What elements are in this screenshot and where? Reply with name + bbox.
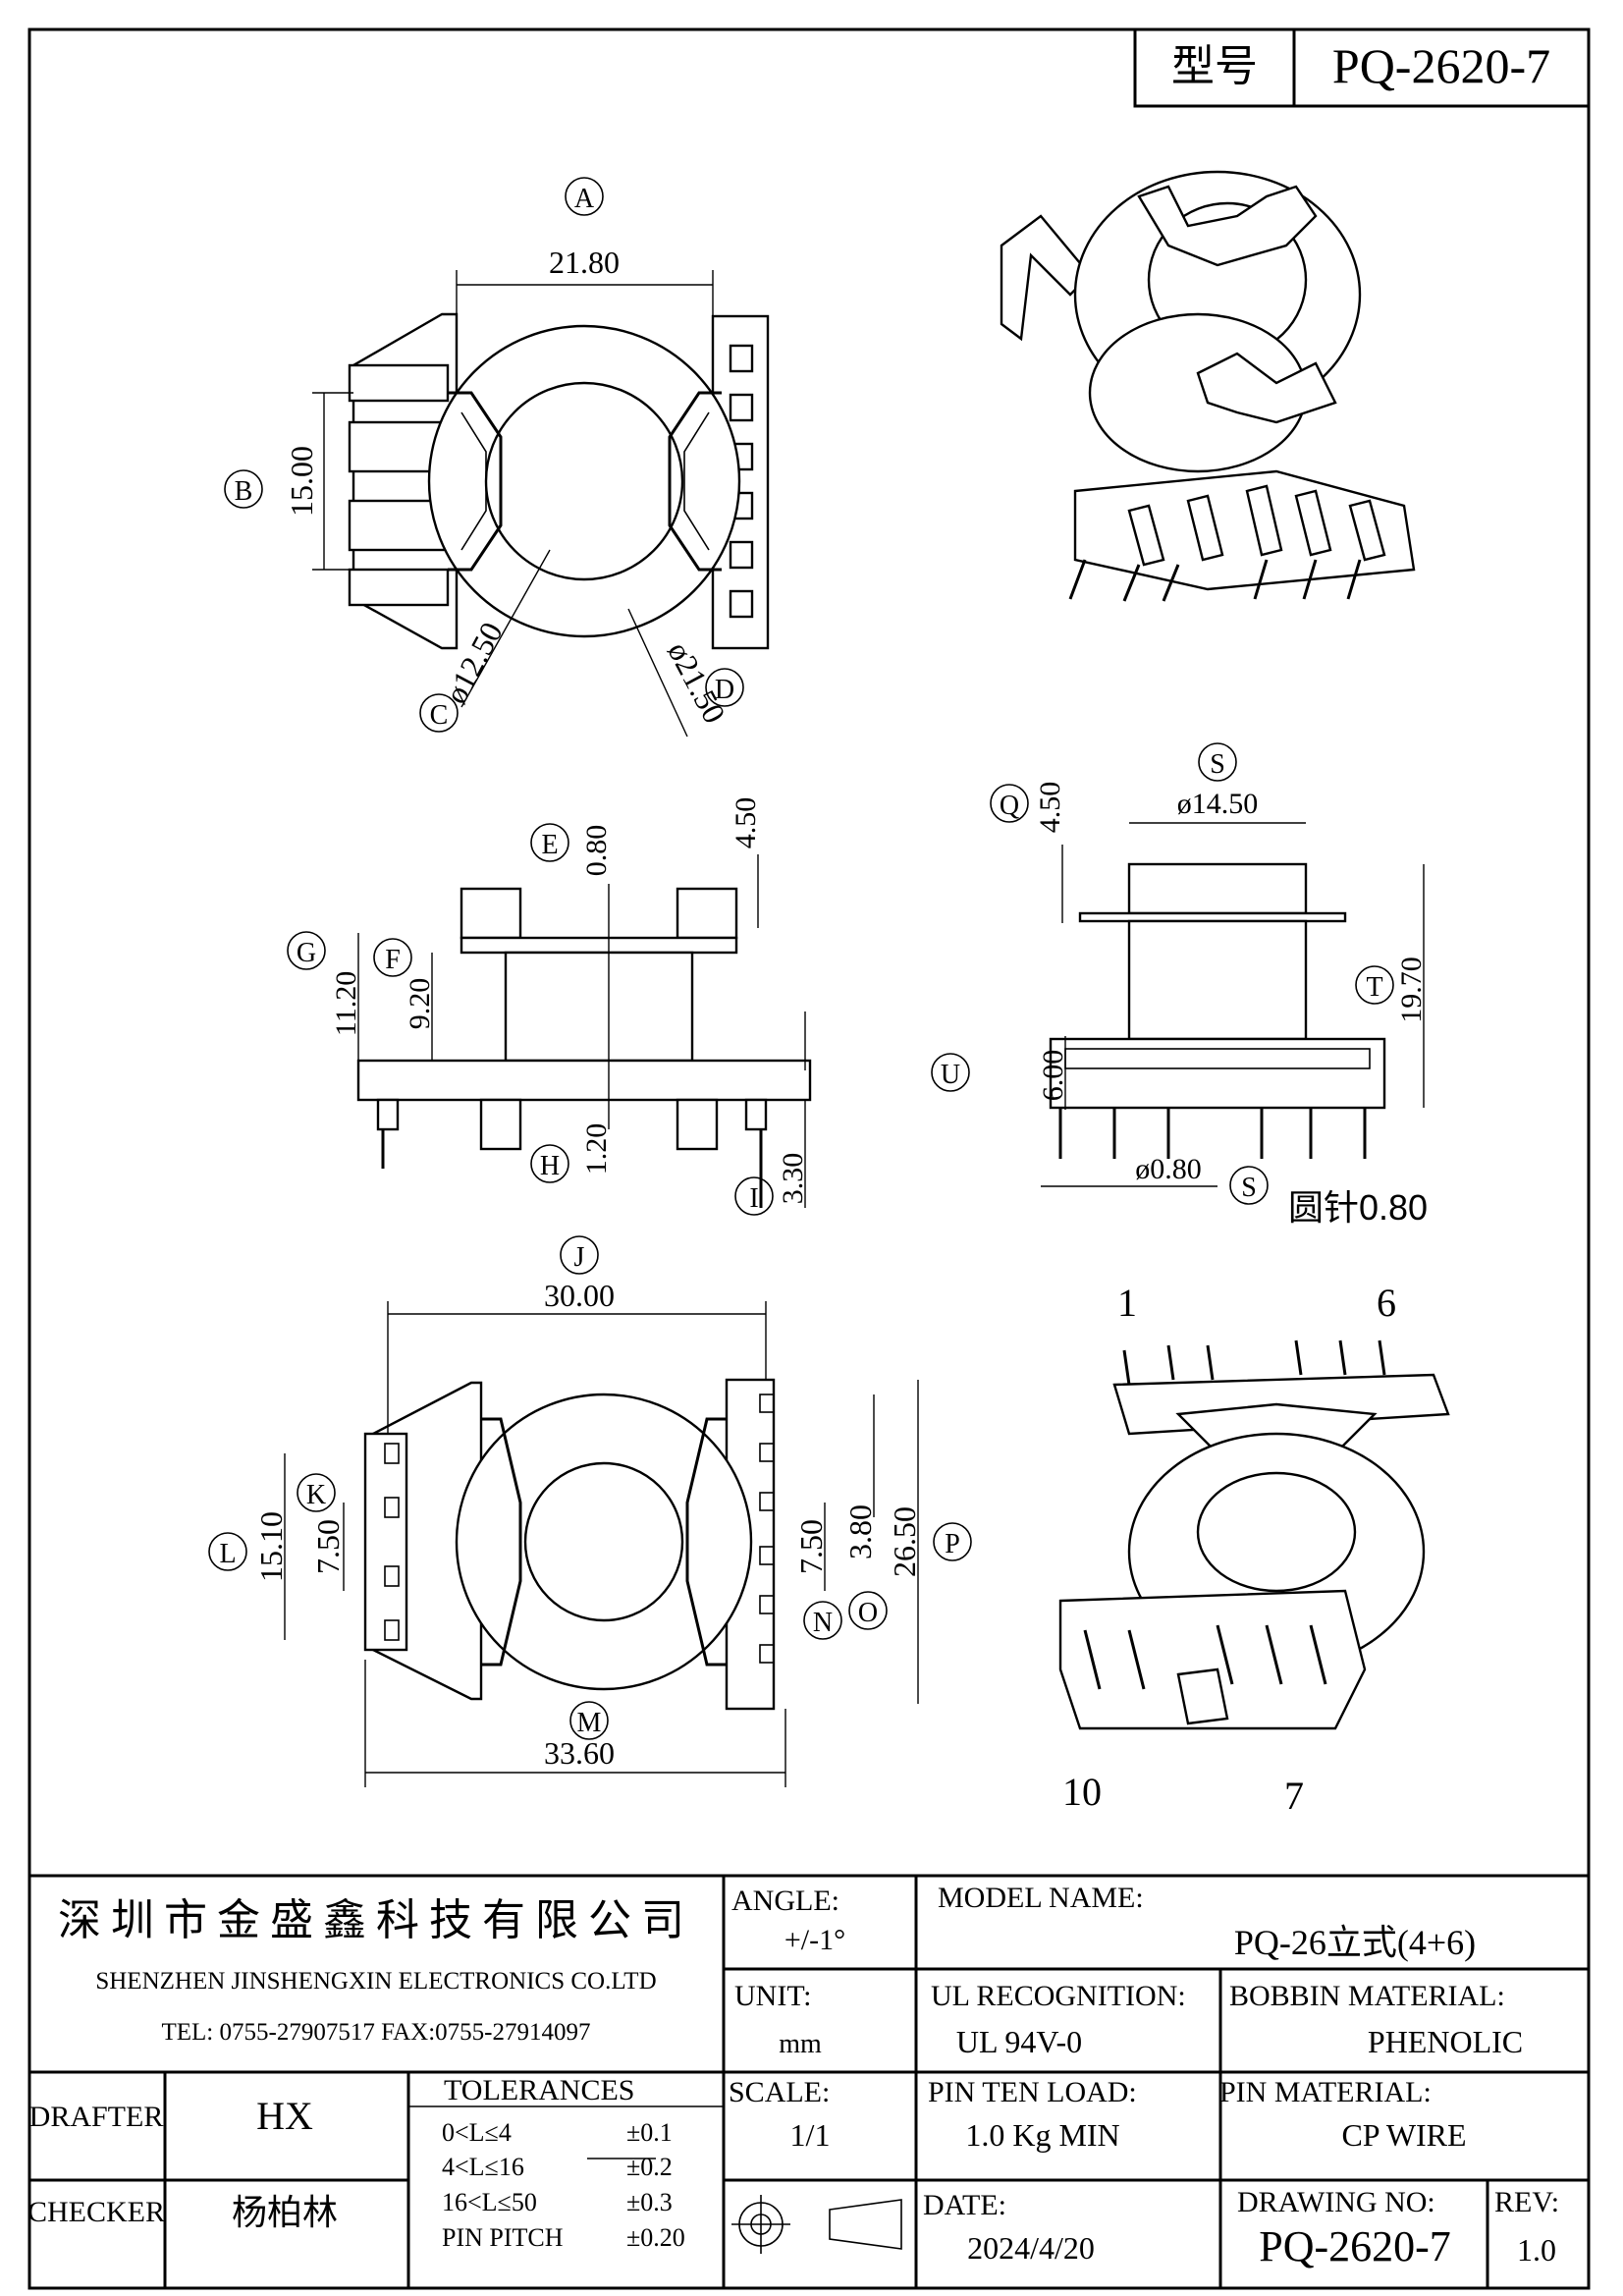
dim-pin: ø0.80 [1135, 1153, 1202, 1185]
callout-t: T [1366, 972, 1382, 1003]
callout-l: L [219, 1539, 236, 1569]
callout-p: P [945, 1529, 960, 1559]
dim-f: 9.20 [404, 978, 436, 1030]
angle-label: ANGLE: [731, 1885, 839, 1917]
callout-s2: S [1241, 1173, 1257, 1203]
header-box: 型号 PQ-2620-7 [1133, 27, 1591, 108]
checker-value: 杨柏林 [232, 2192, 338, 2232]
callout-q: Q [1000, 791, 1019, 821]
scale-value: 1/1 [790, 2117, 831, 2153]
tolerances-label: TOLERANCES [444, 2074, 634, 2106]
dim-width: 21.80 [549, 245, 620, 280]
company-name-en: SHENZHEN JINSHENGXIN ELECTRONICS CO.LTD [95, 1968, 656, 1995]
tolerance-value: ±0.1 [626, 2118, 673, 2147]
callout-g: G [297, 938, 316, 968]
pin-load-label: PIN TEN LOAD: [928, 2076, 1137, 2108]
title-block: 深圳市金盛鑫科技有限公司 SHENZHEN JINSHENGXIN ELECTR… [27, 1874, 1589, 2288]
pin-label-7: 7 [1284, 1774, 1304, 1818]
drafter-value: HX [256, 2094, 313, 2138]
tolerance-value: ±0.3 [626, 2188, 673, 2216]
tolerance-value: ±0.2 [626, 2153, 673, 2181]
ul-label: UL RECOGNITION: [931, 1980, 1186, 2012]
dim-t: 19.70 [1395, 957, 1428, 1023]
front-view: ø14.50 4.50 19.70 6.00 ø0.80 圆针0.80 S Q … [931, 742, 1428, 1228]
rev-label: REV: [1494, 2186, 1559, 2218]
top-view: 21.80 15.00 ø12.50 ø21.50 A B C D [224, 177, 770, 738]
tolerance-range: PIN PITCH [442, 2223, 564, 2252]
callout-i: I [749, 1183, 758, 1214]
rev-value: 1.0 [1517, 2232, 1556, 2268]
pin-label-10: 10 [1062, 1770, 1102, 1814]
pin-label-1: 1 [1117, 1281, 1137, 1325]
dim-e: 0.80 [580, 825, 613, 877]
date-label: DATE: [923, 2189, 1006, 2221]
bottom-view: 30.00 33.60 15.10 7.50 7.50 3.80 26.50 J… [208, 1235, 972, 1787]
dim-q: 4.50 [1034, 782, 1066, 834]
callout-h: H [540, 1151, 560, 1181]
dim-s: ø14.50 [1177, 788, 1259, 820]
angle-value: +/-1° [784, 1924, 845, 1956]
pin-load-value: 1.0 Kg MIN [965, 2117, 1119, 2153]
dim-j: 30.00 [544, 1278, 615, 1313]
dim-n: 7.50 [793, 1519, 829, 1574]
type-label: 型号 [1171, 42, 1258, 90]
bobbin-label: BOBBIN MATERIAL: [1229, 1980, 1505, 2012]
dim-p: 26.50 [887, 1506, 922, 1577]
dim-g: 11.20 [330, 971, 362, 1036]
dim-side-top: 4.50 [730, 797, 762, 849]
scale-label: SCALE: [729, 2076, 830, 2108]
tolerance-range: 4<L≤16 [442, 2153, 524, 2181]
dim-h: 1.20 [580, 1123, 613, 1175]
dim-height: 15.00 [284, 446, 319, 517]
drawing-no-label: DRAWING NO: [1237, 2186, 1435, 2218]
unit-value: mm [779, 2029, 822, 2059]
date-value: 2024/4/20 [967, 2230, 1095, 2266]
company-name-cn: 深圳市金盛鑫科技有限公司 [58, 1896, 694, 1944]
tolerance-range: 0<L≤4 [442, 2118, 512, 2147]
dim-o: 3.80 [842, 1504, 878, 1559]
bobbin-value: PHENOLIC [1368, 2024, 1523, 2059]
callout-f: F [385, 945, 401, 975]
callout-o: O [858, 1598, 878, 1628]
pin-note: 圆针0.80 [1288, 1187, 1428, 1228]
callout-a: A [574, 184, 595, 214]
callout-u: U [941, 1060, 960, 1090]
model-name-value: PQ-26立式(4+6) [1234, 1923, 1476, 1962]
tolerance-value: ±0.20 [626, 2223, 685, 2252]
callout-n: N [813, 1608, 833, 1638]
callout-s: S [1210, 749, 1225, 780]
iso-view-top [1000, 170, 1416, 602]
dim-i: 3.30 [777, 1153, 809, 1205]
side-view: 0.80 4.50 11.20 9.20 1.20 3.30 E G F H I [287, 797, 812, 1216]
drafter-label: DRAFTER [29, 2101, 164, 2133]
company-contact: TEL: 0755-27907517 FAX:0755-27914097 [161, 2019, 590, 2046]
tolerance-range: 16<L≤50 [442, 2188, 537, 2216]
callout-k: K [306, 1480, 326, 1510]
callout-c: C [430, 700, 449, 731]
dim-u: 6.00 [1037, 1050, 1069, 1102]
checker-label: CHECKER [27, 2196, 165, 2228]
pin-material-value: CP WIRE [1341, 2117, 1466, 2153]
sheet-border [27, 27, 1591, 2290]
callout-b: B [235, 476, 253, 507]
callout-e: E [541, 830, 558, 860]
unit-label: UNIT: [734, 1980, 812, 2012]
ul-value: UL 94V-0 [956, 2024, 1082, 2059]
projection-symbol [731, 2195, 902, 2254]
model-name-label: MODEL NAME: [938, 1882, 1144, 1914]
dim-m: 33.60 [544, 1735, 615, 1771]
pin-material-label: PIN MATERIAL: [1219, 2076, 1432, 2108]
header-model: PQ-2620-7 [1332, 38, 1550, 93]
dim-k: 7.50 [310, 1519, 346, 1574]
iso-view-bottom: 1 6 10 7 [1058, 1281, 1450, 1818]
callout-m: M [577, 1708, 602, 1738]
callout-d: D [715, 675, 734, 705]
dim-l: 15.10 [253, 1511, 289, 1582]
pin-label-6: 6 [1377, 1281, 1396, 1325]
drawing-no-value: PQ-2620-7 [1259, 2222, 1451, 2270]
callout-j: J [574, 1242, 585, 1273]
